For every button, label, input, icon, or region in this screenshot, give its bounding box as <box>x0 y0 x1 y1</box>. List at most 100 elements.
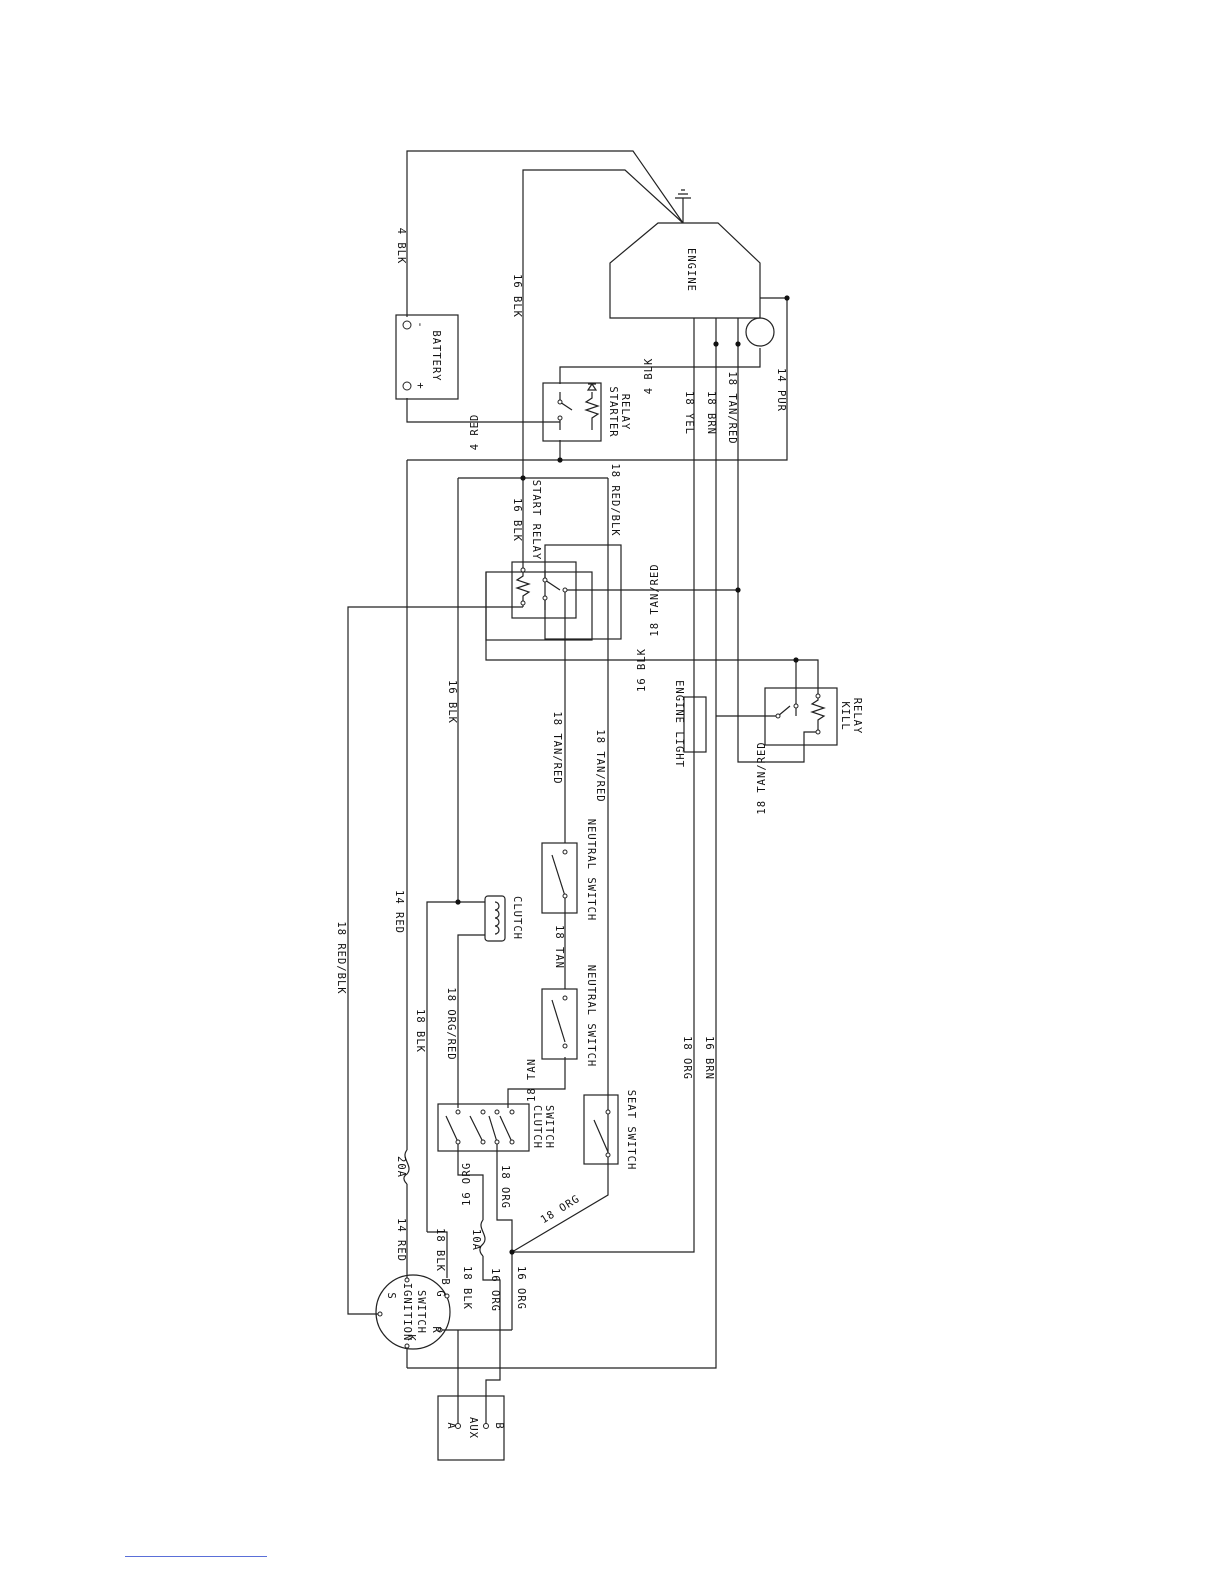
aux-b-label: B <box>493 1422 505 1429</box>
aux-label: AUX <box>467 1417 479 1439</box>
aux-a-label: A <box>445 1422 457 1429</box>
neutral-switch-box <box>541 842 578 914</box>
wire-4blk-top <box>406 150 684 317</box>
switch-blade <box>445 1115 513 1143</box>
wire-18tan-to-clutch-switch <box>507 1057 566 1108</box>
pin <box>483 1423 489 1429</box>
pin <box>494 1139 500 1145</box>
fuse-10a-icon <box>479 1219 486 1257</box>
pin <box>562 849 568 855</box>
wire-label: 4 BLK <box>643 358 655 395</box>
starter-motor-icon <box>745 317 775 347</box>
pin <box>509 1139 515 1145</box>
battery-neg-label: - <box>414 321 426 328</box>
starter-relay-coil <box>584 392 600 430</box>
neutral-switch-label: NEUTRAL SWITCH <box>585 965 597 1068</box>
pin <box>562 893 568 899</box>
wire-18redblk-start-left <box>347 606 523 1315</box>
pin <box>562 587 568 593</box>
fuse-10a-label: 10A <box>470 1229 482 1251</box>
clutch-switch: CLUTCH SWITCH <box>437 1103 555 1152</box>
engine-body <box>609 222 761 319</box>
seat-switch-label: SEAT SWITCH <box>625 1090 637 1171</box>
clutch-label: CLUTCH <box>511 896 523 940</box>
pin <box>404 1277 410 1283</box>
wire-label: 18 TAN/RED <box>649 563 661 636</box>
start-relay: START RELAY <box>485 480 622 641</box>
junction-dot <box>735 587 741 593</box>
kill-relay-coil <box>810 692 826 732</box>
wire-label: 4 BLK <box>395 228 407 265</box>
junction-dot <box>455 899 461 905</box>
wire-label: 18 TAN/RED <box>756 741 768 814</box>
wire-label: 16 BLK <box>446 680 458 724</box>
kill-relay-label-2: RELAY <box>851 698 863 735</box>
pin <box>815 729 821 735</box>
wire-label: 18 ORG/RED <box>445 987 457 1060</box>
wire-label: 18 BLK <box>461 1266 473 1310</box>
wire-label: 16 ORG <box>461 1162 473 1206</box>
wire-16blk-long <box>457 477 608 902</box>
wire-label: 18 TAN/RED <box>726 371 738 444</box>
footer-link-underline[interactable] <box>125 1556 267 1557</box>
pin <box>480 1139 486 1145</box>
junctions <box>455 295 799 1255</box>
wire-label: 18 BLK <box>414 1009 426 1053</box>
wire-labels: 4 BLK 16 BLK 4 RED 4 BLK 18 YEL 18 BRN 1… <box>335 228 787 1312</box>
junction-dot <box>784 295 790 301</box>
pin <box>520 567 526 573</box>
wire-18tanred-engine <box>737 318 817 763</box>
pin <box>455 1423 461 1429</box>
seat-switch-box <box>583 1094 619 1165</box>
ignition-terminal-r: R <box>430 1326 442 1333</box>
ignition-terminal-s: S <box>385 1292 397 1299</box>
fuse-20a-icon <box>403 1149 410 1185</box>
start-relay-inner <box>511 561 577 619</box>
junction-dot <box>713 341 719 347</box>
wire-label: 18 RED/BLK <box>335 921 347 994</box>
pin <box>542 577 548 583</box>
wire-label: 4 RED <box>469 414 481 451</box>
engine-label: ENGINE <box>685 248 697 292</box>
kill-relay-box <box>764 687 838 746</box>
aux-box <box>437 1395 505 1461</box>
start-relay-outer <box>485 571 593 641</box>
ignition-terminal-g: G <box>434 1290 446 1297</box>
wire-label: 18 TAN/RED <box>551 711 563 784</box>
wire-label: 18 BRN <box>705 391 717 435</box>
wire-18redblk-top <box>511 478 609 1253</box>
wire-label: 16 BLK <box>511 498 523 542</box>
wire-label: 18 TAN/RED <box>594 729 606 802</box>
wire-18org-clutch <box>496 1142 513 1330</box>
battery-box <box>395 314 459 400</box>
start-relay-coil <box>515 566 531 607</box>
wire-label: 14 PUR <box>775 368 787 412</box>
pin <box>509 1109 515 1115</box>
ignition-terminal-b: B <box>439 1278 451 1285</box>
battery-pos-label: + <box>414 382 426 389</box>
wire-label: 18 TAN <box>526 1058 538 1102</box>
wire-18blk-ign <box>427 1231 448 1278</box>
pin <box>377 1311 383 1317</box>
wire-label: 16 ORG <box>489 1268 501 1312</box>
junction-dot <box>520 475 526 481</box>
fuse-20a-label: 20A <box>395 1156 407 1178</box>
pin <box>404 1343 410 1349</box>
wire-label: 18 YEL <box>683 391 695 435</box>
wire-18brn <box>407 318 717 1369</box>
pin <box>437 1327 443 1333</box>
wires <box>347 150 819 1426</box>
kill-relay: KILL RELAY <box>764 687 863 746</box>
pin <box>444 1293 450 1299</box>
wire-label: 14 RED <box>393 890 405 934</box>
engine: ENGINE <box>609 189 775 347</box>
neutral-switch-lower: NEUTRAL SWITCH <box>541 965 597 1068</box>
wire-label: 16 BLK <box>636 648 648 692</box>
pin <box>562 1043 568 1049</box>
pin <box>605 1109 611 1115</box>
battery: BATTERY - + <box>395 314 459 400</box>
wire-clutch-bottom <box>457 934 485 1108</box>
clutch-coil-icon <box>494 901 500 935</box>
ignition-switch-label-2: SWITCH <box>415 1290 427 1334</box>
start-relay-label: START RELAY <box>530 480 542 561</box>
